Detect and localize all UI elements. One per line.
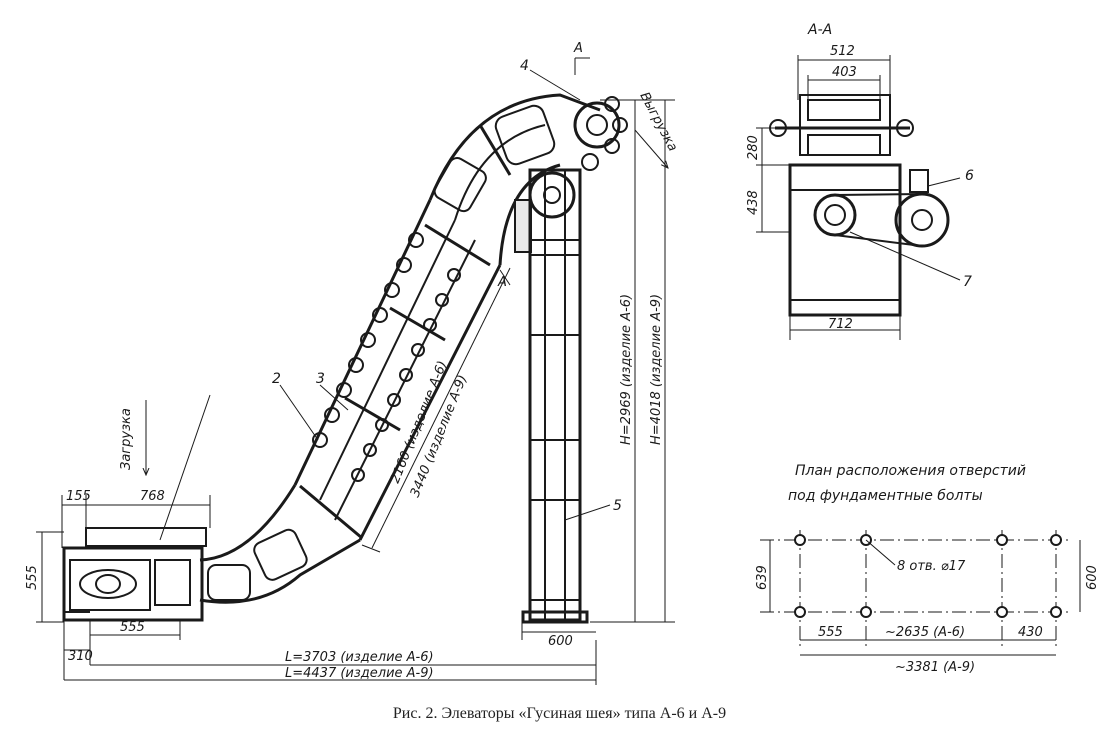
- head-drive: [514, 96, 628, 253]
- callout-4: 4: [520, 58, 529, 74]
- dim-555-left: 555: [25, 565, 40, 590]
- bolt-hole: [996, 606, 1008, 618]
- dim-512: 512: [830, 44, 855, 59]
- section-mark-top: А: [573, 41, 583, 56]
- dim-430: 430: [1018, 625, 1043, 640]
- loading-label: Загрузка: [119, 408, 134, 470]
- holes-note: 8 отв. ⌀17: [897, 559, 966, 574]
- dim-639: 639: [755, 565, 770, 590]
- dim-768: 768: [140, 489, 165, 504]
- foundation-title-1: План расположения отверстий: [795, 463, 1026, 479]
- callout-2: 2: [272, 371, 281, 387]
- unloading-label: Выгрузка: [636, 90, 680, 154]
- section-a-a: [769, 94, 950, 317]
- callout-7: 7: [963, 274, 972, 290]
- section-mark-side: А: [497, 275, 507, 290]
- dim-555-foundation: 555: [818, 625, 843, 640]
- dim-L-a6: L=3703 (изделие А-6): [285, 650, 434, 665]
- dim-600-base: 600: [548, 634, 573, 649]
- bolt-hole: [794, 534, 806, 546]
- dim-2635: ~2635 (А-6): [885, 625, 965, 640]
- figure-caption: Рис. 2. Элеваторы «Гусиная шея» типа А-6…: [392, 705, 727, 722]
- bolt-hole: [1050, 606, 1062, 618]
- section-title: А-А: [807, 22, 832, 38]
- dim-L-a9: L=4437 (изделие А-9): [285, 666, 434, 681]
- dim-155: 155: [66, 489, 91, 504]
- callout-5: 5: [613, 498, 622, 514]
- dim-H-a9: H=4018 (изделие А-9): [649, 294, 664, 445]
- loading-hopper: [62, 527, 207, 622]
- vertical-column: [521, 168, 589, 624]
- foundation-title-2: под фундаментные болты: [788, 488, 983, 504]
- dim-403: 403: [832, 65, 857, 80]
- dim-310: 310: [68, 649, 93, 664]
- dim-712: 712: [828, 317, 853, 332]
- callout-3: 3: [316, 371, 325, 387]
- dim-555-bottom: 555: [120, 620, 145, 635]
- bolt-hole: [1050, 534, 1062, 546]
- dim-H-a6: H=2969 (изделие А-6): [619, 294, 634, 445]
- dim-280: 280: [746, 135, 761, 160]
- dim-438: 438: [746, 190, 761, 215]
- bolt-hole: [860, 606, 872, 618]
- dim-3381: ~3381 (А-9): [895, 660, 975, 675]
- foundation-plan: [760, 530, 1070, 650]
- dim-600-foundation: 600: [1085, 565, 1100, 590]
- bolt-hole: [996, 534, 1008, 546]
- callout-6: 6: [965, 168, 974, 184]
- bolt-hole: [794, 606, 806, 618]
- dimension-lines: [36, 55, 1081, 685]
